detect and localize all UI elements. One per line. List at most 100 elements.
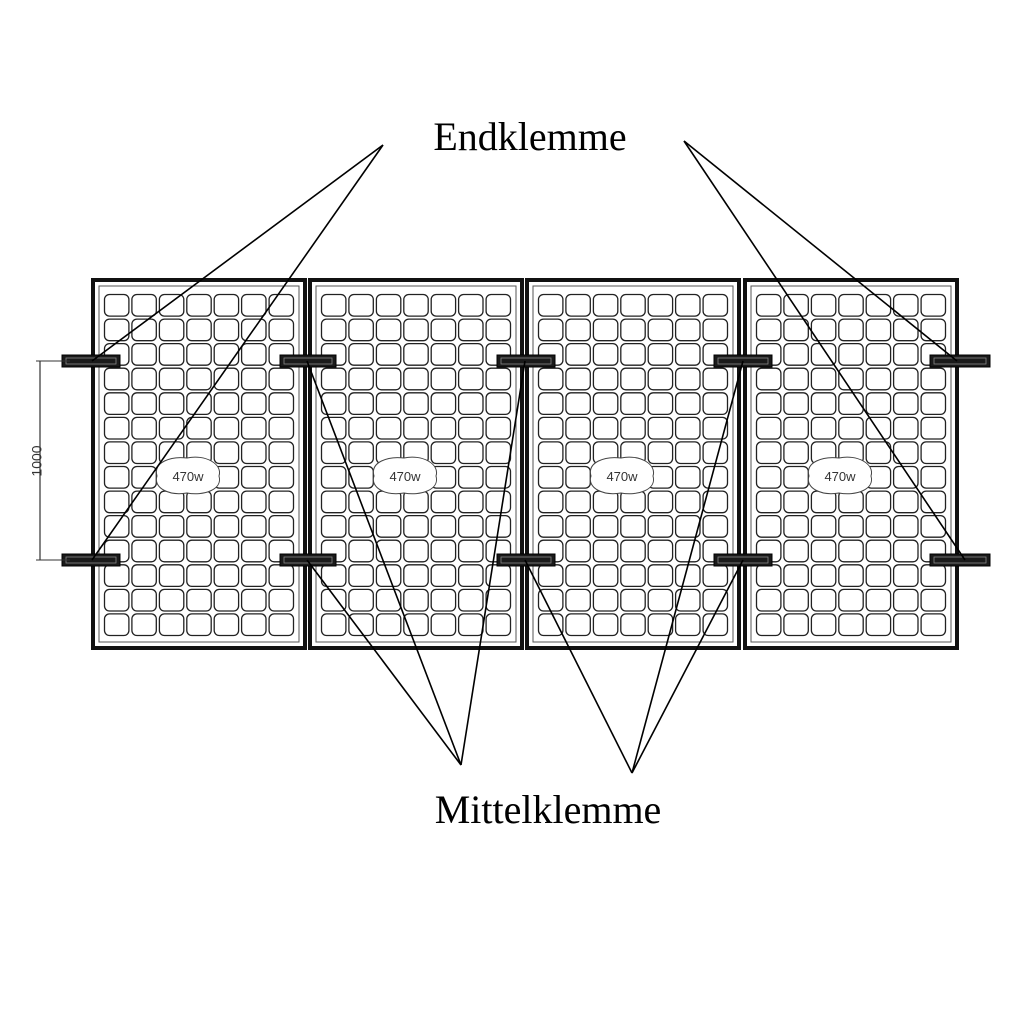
solar-cell [783, 318, 809, 342]
solar-cell [186, 564, 212, 588]
solar-cell [240, 367, 267, 391]
solar-cell [620, 416, 646, 440]
solar-cell [755, 490, 782, 514]
solar-cell [892, 367, 919, 391]
panel-cells [103, 293, 295, 637]
solar-cell [755, 564, 782, 588]
solar-cell [920, 588, 947, 612]
solar-cell [457, 613, 484, 637]
solar-cell [783, 342, 809, 366]
solar-cell [186, 490, 212, 514]
solar-cell [620, 392, 646, 416]
end-clamp [61, 354, 121, 368]
solar-cell [592, 416, 619, 440]
solar-cell [158, 588, 185, 612]
solar-cell [430, 613, 457, 637]
solar-cell [103, 490, 130, 514]
solar-cell [430, 392, 457, 416]
solar-cell [240, 613, 267, 637]
solar-cell [620, 613, 646, 637]
solar-cell [592, 613, 619, 637]
solar-cell [838, 367, 864, 391]
solar-cell [702, 441, 729, 465]
solar-cell [131, 293, 157, 317]
solar-cell [755, 293, 782, 317]
solar-cell [620, 367, 646, 391]
solar-cell [702, 367, 729, 391]
solar-cell [158, 342, 185, 366]
panel-wattage-label: 470w [606, 469, 638, 484]
mid-clamp-label: Mittelklemme [435, 787, 662, 832]
leader-end-left-top [91, 144, 384, 362]
solar-cell [485, 318, 512, 342]
solar-cell [485, 416, 512, 440]
solar-cell [268, 293, 295, 317]
solar-cell [783, 613, 809, 637]
solar-cell [240, 416, 267, 440]
solar-cell [674, 441, 701, 465]
solar-cell [920, 441, 947, 465]
solar-cell [647, 293, 674, 317]
solar-cell [268, 490, 295, 514]
solar-cell [620, 588, 646, 612]
solar-cell [403, 588, 429, 612]
solar-cell [375, 416, 402, 440]
solar-cell [783, 588, 809, 612]
solar-cell [783, 293, 809, 317]
solar-cell [213, 441, 240, 465]
solar-cell [186, 613, 212, 637]
dimension-label: 1000 [29, 445, 45, 476]
solar-cell [674, 318, 701, 342]
solar-cell [457, 342, 484, 366]
panel-inner-frame [98, 285, 300, 643]
solar-cell [320, 465, 347, 489]
solar-cell [131, 367, 157, 391]
solar-cell [131, 342, 157, 366]
solar-cell [810, 293, 837, 317]
solar-cell [647, 539, 674, 563]
end-clamp [61, 553, 121, 567]
solar-cell [838, 564, 864, 588]
solar-cell [920, 367, 947, 391]
solar-cell [320, 318, 347, 342]
solar-cell [457, 367, 484, 391]
solar-cell [430, 490, 457, 514]
panel-cells [537, 293, 729, 637]
solar-cell [240, 392, 267, 416]
solar-cell [810, 588, 837, 612]
solar-cell [838, 318, 864, 342]
solar-cell [348, 441, 374, 465]
solar-cell [592, 293, 619, 317]
solar-cell [674, 588, 701, 612]
solar-cell [838, 342, 864, 366]
solar-cell [485, 392, 512, 416]
solar-cell [186, 318, 212, 342]
solar-cell [213, 318, 240, 342]
solar-cell [103, 514, 130, 538]
leader-mid-2-top [460, 360, 526, 766]
solar-cell [375, 342, 402, 366]
solar-panel-4: 470w [743, 278, 959, 650]
solar-cell [485, 465, 512, 489]
solar-cell [268, 367, 295, 391]
solar-cell [838, 514, 864, 538]
solar-panel-1: 470w [91, 278, 307, 650]
solar-cell [537, 441, 564, 465]
solar-cell [375, 613, 402, 637]
solar-cell [375, 367, 402, 391]
solar-cell [592, 318, 619, 342]
solar-cell [892, 564, 919, 588]
solar-cell [375, 539, 402, 563]
solar-cell [783, 490, 809, 514]
wattage-badge [589, 456, 655, 495]
solar-cell [320, 367, 347, 391]
solar-cell [403, 367, 429, 391]
solar-cell [892, 539, 919, 563]
solar-cell [865, 441, 892, 465]
solar-cell [755, 416, 782, 440]
solar-cell [320, 392, 347, 416]
solar-cell [213, 588, 240, 612]
solar-cell [240, 342, 267, 366]
solar-cell [810, 613, 837, 637]
solar-cell [457, 416, 484, 440]
